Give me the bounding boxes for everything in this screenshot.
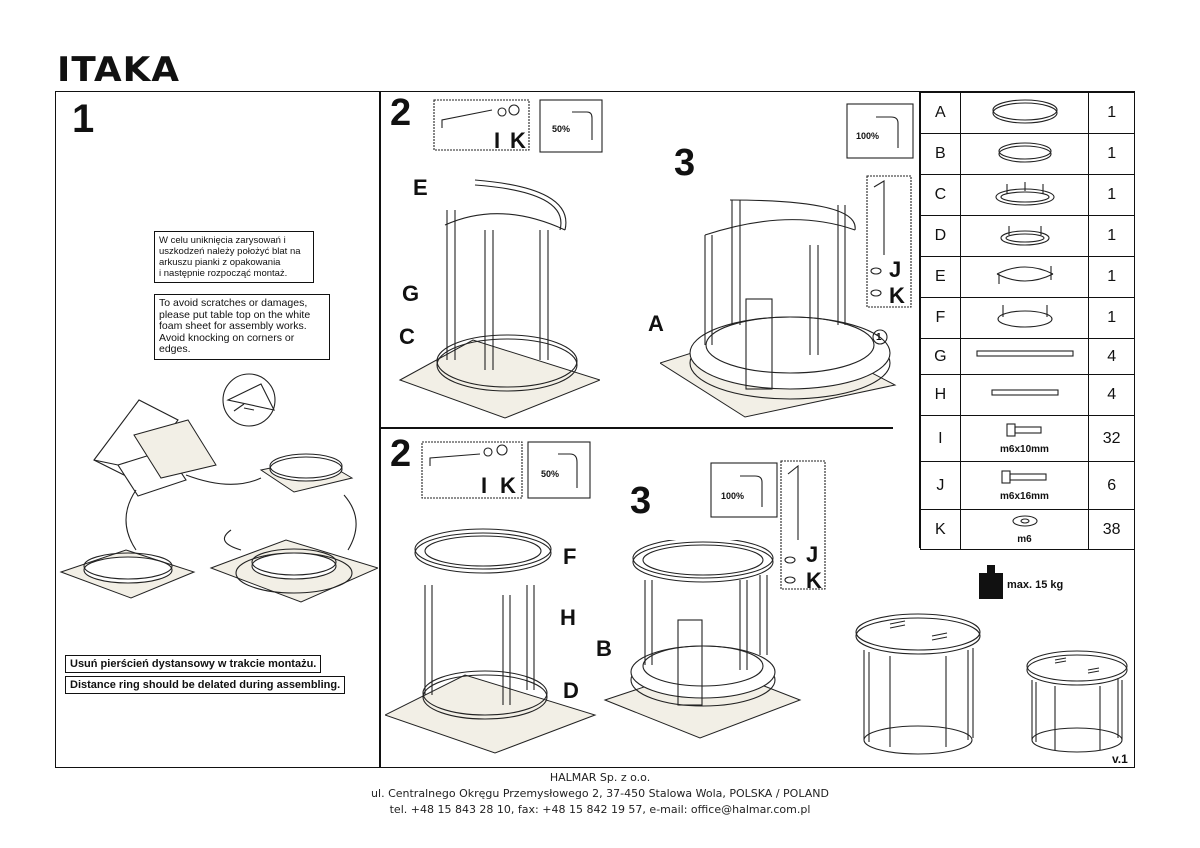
step-number-2-large: 2 (390, 92, 412, 134)
label-b: B (596, 636, 612, 661)
footer-address: ul. Centralnego Okręgu Przemysłowego 2, … (371, 787, 829, 800)
step-number-1: 1 (72, 97, 95, 141)
label-c: C (399, 324, 415, 349)
table-row: H 4 (920, 374, 1135, 416)
table-row: K m6 38 (920, 509, 1135, 550)
table-row: J m6x16mm 6 (920, 461, 1135, 510)
round-top-large-icon (991, 98, 1058, 124)
divider-step1 (379, 91, 381, 768)
step3-bottom-illustration (603, 540, 802, 739)
round-top-small-icon (997, 141, 1052, 163)
label-d: D (563, 678, 579, 703)
label-h: H (560, 605, 576, 630)
table-row: D 1 (920, 215, 1135, 257)
ring-with-legs-icon (996, 304, 1053, 328)
step3-top-torque-box (846, 103, 914, 159)
long-bar-icon (975, 350, 1074, 357)
table-row: E 1 (920, 256, 1135, 298)
instruction-frame (55, 91, 1135, 768)
note-english: To avoid scratches or damages,please put… (154, 294, 330, 360)
step2-bottom-hardware (421, 441, 591, 499)
torque-100-bottom: 100% (721, 491, 745, 501)
jk-hardware-box-bottom (780, 460, 826, 590)
table-row: G 4 (920, 338, 1135, 375)
table-row: I m6x10mm 32 (920, 415, 1135, 462)
short-bar-icon (990, 388, 1059, 396)
divider-middle (380, 427, 893, 429)
weight-icon (979, 565, 1003, 599)
label-k-bottom: K (806, 568, 822, 593)
step-number-3-small: 3 (630, 480, 652, 522)
footer-contact: tel. +48 15 843 28 10, fax: +48 15 842 1… (389, 803, 811, 816)
document-title: ITAKA (57, 50, 181, 90)
label-k-2a: K (510, 128, 526, 153)
ring-with-pins-icon (994, 181, 1055, 206)
note-ring-english: Distance ring should be delated during a… (65, 676, 346, 694)
label-e: E (413, 175, 428, 200)
circle-one-label: 1 (876, 332, 882, 343)
short-screw-icon (1005, 423, 1042, 437)
parts-table: A 1 B 1 C 1 D 1 E 1 F 1 G 4 H 4 I m6x10m… (920, 92, 1135, 550)
step-number-3-large: 3 (674, 142, 696, 184)
table-row: B 1 (920, 133, 1135, 175)
label-f: F (563, 544, 577, 569)
label-g: G (402, 281, 420, 306)
divider-table (919, 91, 921, 548)
label-k-2b: K (500, 473, 516, 498)
step2-top-illustration (398, 179, 600, 419)
step2-bottom-illustration (385, 528, 597, 754)
long-screw-icon (1000, 470, 1047, 484)
washer-icon (1011, 515, 1038, 527)
jk-hardware-box-top (866, 175, 912, 308)
torque-50-top: 50% (552, 124, 571, 134)
label-j-bottom: J (806, 542, 819, 567)
version-label: v.1 (1112, 752, 1128, 766)
footer-company: HALMAR Sp. z o.o. (549, 771, 651, 784)
label-i-2a: I (494, 128, 501, 153)
label-j-top: J (889, 257, 902, 282)
finished-tables-illustration (855, 613, 1128, 755)
half-ring-with-legs-icon (996, 265, 1053, 284)
note-ring-polish: Usuń pierścień dystansowy w trakcie mont… (65, 655, 322, 673)
label-a: A (648, 311, 664, 336)
step1-illustration (59, 373, 378, 603)
max-weight-label: max. 15 kg (1007, 579, 1064, 591)
table-row: F 1 (920, 297, 1135, 339)
step3-top-illustration (660, 199, 897, 418)
step-number-2-small: 2 (390, 433, 412, 475)
torque-100-top: 100% (856, 131, 880, 141)
table-row: A 1 (920, 92, 1135, 134)
label-i-2b: I (481, 473, 488, 498)
step3-bottom-torque-box (710, 462, 778, 518)
label-k-top: K (889, 283, 905, 308)
torque-50-bottom: 50% (541, 469, 560, 479)
small-ring-with-pins-icon (999, 225, 1050, 246)
step2-top-hardware (433, 99, 603, 153)
table-row: C 1 (920, 174, 1135, 216)
